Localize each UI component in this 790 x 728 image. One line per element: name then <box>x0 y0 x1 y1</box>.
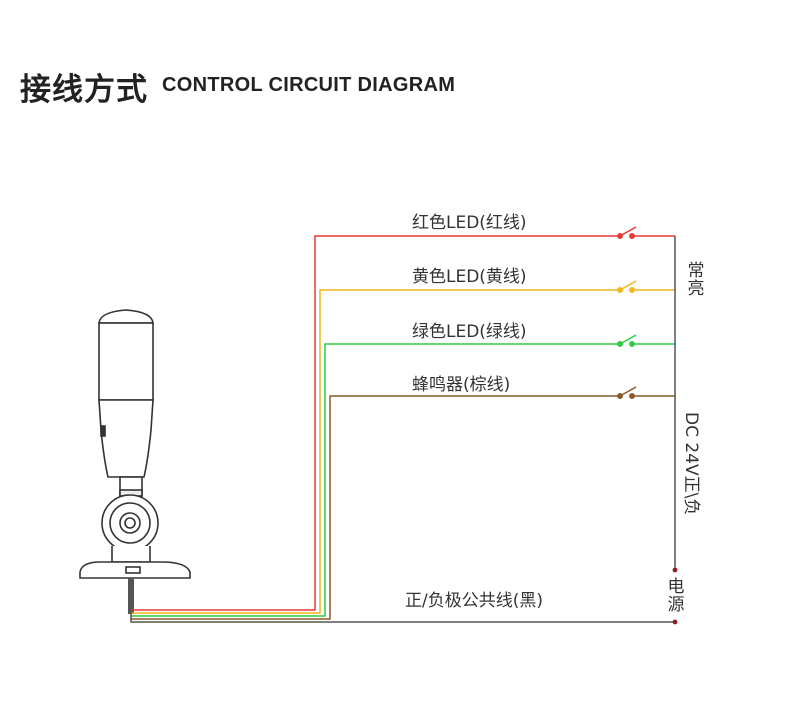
always-on-label: 常亮 <box>687 261 705 299</box>
wire-label-red: 红色LED(红线) <box>412 213 527 233</box>
power-label: 电源 <box>667 577 685 615</box>
wire-label-brown: 蜂鸣器(棕线) <box>412 375 511 395</box>
page-subtitle: CONTROL CIRCUIT DIAGRAM <box>162 74 456 96</box>
common-wire <box>130 595 678 625</box>
power-bus <box>672 236 678 573</box>
yellow-wire <box>131 280 675 614</box>
wire-label-yellow: 黄色LED(黄线) <box>412 267 527 287</box>
brown-wire <box>131 386 675 620</box>
red-wire <box>131 226 675 611</box>
tower-light-icon <box>79 309 191 614</box>
page-title: 接线方式 <box>20 72 148 108</box>
green-wire <box>131 334 675 617</box>
common-wire-label: 正/负极公共线(黑) <box>405 591 543 611</box>
wire-label-green: 绿色LED(绿线) <box>412 322 527 342</box>
